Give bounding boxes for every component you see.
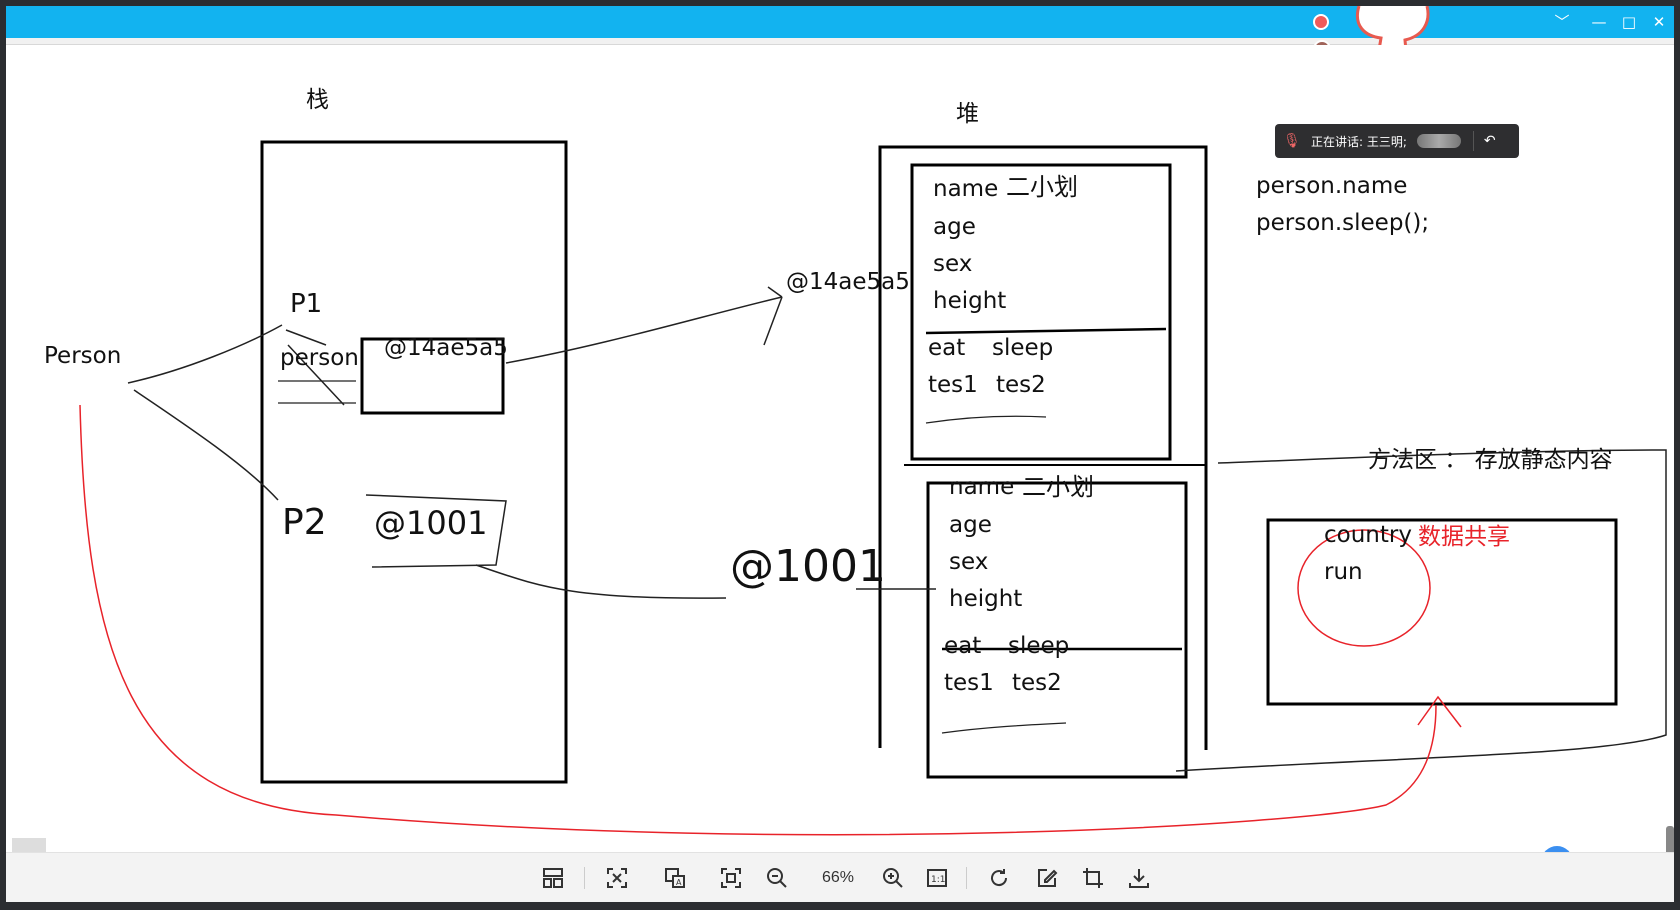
data-share-note: 数据共享	[1418, 524, 1510, 550]
heap2-method-tes2: tes2	[1012, 670, 1062, 696]
divider	[1472, 131, 1474, 151]
zoom-level: 66%	[821, 869, 855, 886]
speaking-indicator: 🎙 正在讲话: 王三明; ↶	[1275, 124, 1519, 158]
toolbar-divider	[584, 867, 585, 889]
viewer-window: ﹀ — □ ✕	[6, 6, 1674, 902]
stack-address-box	[360, 337, 505, 415]
note-person-sleep: person.sleep();	[1256, 210, 1430, 236]
diagram-lines	[79, 140, 1667, 836]
heap2-method-sleep: sleep	[1008, 633, 1070, 659]
p2-address: @1001	[374, 504, 488, 542]
actual-size-icon[interactable]: 1:1	[922, 863, 952, 893]
person-variable: person	[280, 345, 359, 371]
zoom-in-icon[interactable]	[878, 863, 908, 893]
layout-icon[interactable]	[538, 863, 568, 893]
translate-icon[interactable]: A	[660, 863, 690, 893]
heap2-field-name: name	[949, 474, 1015, 500]
heap2-name-value: 二小划	[1022, 473, 1094, 501]
heap-label: 堆	[956, 101, 979, 127]
heap2-method-tes1: tes1	[944, 670, 994, 696]
stack-box	[260, 140, 568, 784]
mic-muted-icon: 🎙	[1283, 133, 1301, 149]
method-area-run: run	[1324, 559, 1363, 585]
heap-pointer-2: @1001	[730, 541, 886, 592]
note-person-name: person.name	[1256, 173, 1408, 199]
svg-text:1:1: 1:1	[931, 875, 945, 885]
heap1-method-sleep: sleep	[992, 335, 1054, 361]
heap-pointer-1: @14ae5a5	[786, 269, 910, 295]
heap2-method-eat: eat	[944, 633, 982, 659]
fullscreen-icon[interactable]	[716, 863, 746, 893]
fit-icon[interactable]	[602, 863, 632, 893]
heap1-field-age: age	[933, 214, 976, 240]
stack-address: @14ae5a5	[384, 335, 508, 361]
heap2-field-age: age	[949, 512, 992, 538]
edit-icon[interactable]	[1032, 863, 1062, 893]
method-area-box	[1266, 518, 1618, 706]
heap1-name-value: 二小划	[1006, 173, 1078, 201]
download-icon[interactable]	[1124, 863, 1154, 893]
p1-label: P1	[290, 289, 323, 319]
method-area-title: 方法区 ： 存放静态内容	[1368, 447, 1613, 473]
heap1-method-tes2: tes2	[996, 372, 1046, 398]
svg-text:A: A	[676, 878, 682, 887]
heap2-field-sex: sex	[949, 549, 989, 575]
bottom-toolbar: A 66% 1:1	[6, 852, 1674, 902]
stack-label: 栈	[306, 87, 329, 113]
whiteboard-canvas: 栈 堆 Person P1 person @14ae5a5 P2 @1001 @…	[6, 45, 1674, 850]
maximize-button[interactable]: □	[1621, 13, 1637, 31]
reply-icon[interactable]: ↶	[1483, 133, 1496, 149]
close-button[interactable]: ✕	[1652, 13, 1666, 31]
p2-label: P2	[282, 502, 327, 543]
heap-box	[878, 145, 1208, 750]
heap1-field-height: height	[933, 288, 1007, 314]
heap2-field-height: height	[949, 586, 1023, 612]
toolbar-divider	[966, 867, 967, 889]
heap-object-1-box	[910, 163, 1172, 461]
title-divider	[6, 38, 1674, 45]
heap1-method-tes1: tes1	[928, 372, 978, 398]
person-class-label: Person	[44, 343, 122, 369]
heap1-method-eat: eat	[928, 335, 966, 361]
rotate-icon[interactable]	[984, 863, 1014, 893]
record-icon[interactable]	[1313, 14, 1329, 30]
blurred-names	[1416, 134, 1461, 148]
page-list-icon[interactable]	[12, 838, 46, 852]
method-area-country: country	[1324, 522, 1412, 548]
speaking-label: 正在讲话: 王三明;	[1311, 134, 1407, 149]
crop-icon[interactable]	[1078, 863, 1108, 893]
collapse-button[interactable]: ﹀	[1554, 13, 1570, 31]
minimize-button[interactable]: —	[1591, 13, 1607, 31]
heap1-field-sex: sex	[933, 251, 973, 277]
zoom-out-icon[interactable]	[762, 863, 792, 893]
heap1-field-name: name	[933, 176, 999, 202]
heap-object-2-box	[926, 481, 1188, 779]
